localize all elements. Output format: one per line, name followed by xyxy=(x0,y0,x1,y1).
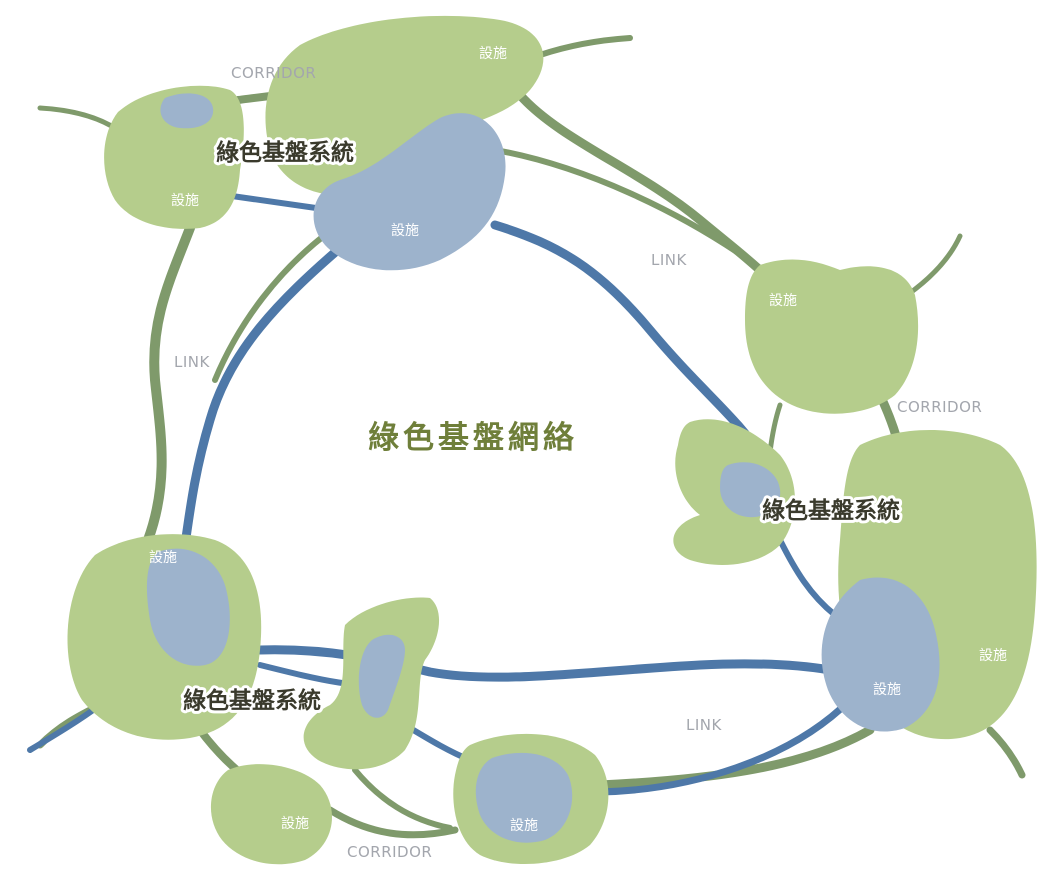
corridor-label: CORRIDOR xyxy=(897,398,982,416)
facility-label: 設施 xyxy=(281,816,309,832)
corridor-top-right-tail xyxy=(537,35,633,58)
patch-right-upper xyxy=(745,259,919,414)
link-label: LINK xyxy=(174,353,211,371)
system-label: 綠色基盤系統 xyxy=(183,687,321,714)
corridor-top-to-right-2 xyxy=(492,147,763,271)
link-right-to-lower xyxy=(777,537,838,618)
patch-left-large-core xyxy=(146,548,230,666)
system-label: 綠色基盤系統 xyxy=(216,139,354,166)
facility-label: 設施 xyxy=(769,293,797,309)
facility-label: 設施 xyxy=(479,46,507,62)
patch-top-center xyxy=(265,15,544,196)
corridor-right-mid-down-2 xyxy=(767,402,783,455)
patch-top-left xyxy=(104,85,244,229)
system-label: 綠色基盤系統 xyxy=(762,497,900,524)
link-topleft-to-center xyxy=(222,192,333,213)
corridor-label: CORRIDOR xyxy=(347,843,432,861)
facility-label: 設施 xyxy=(979,648,1007,664)
corridor-bottom-mid-2 xyxy=(352,767,453,831)
link-bottom-to-right xyxy=(596,696,854,796)
facility-label: 設施 xyxy=(149,550,177,566)
corridor-label: CORRIDOR xyxy=(231,64,316,82)
facility-label: 設施 xyxy=(171,193,199,209)
facility-labels: 設施 設施 設施 設施 設施 設施 設施 設施 設施 xyxy=(149,46,1007,834)
patches xyxy=(67,15,1037,865)
link-label: LINK xyxy=(651,251,688,269)
patch-bottom-center-core xyxy=(475,752,573,843)
facility-label: 設施 xyxy=(510,818,538,834)
facility-label: 設施 xyxy=(391,223,419,239)
link-top-to-left xyxy=(180,243,345,550)
system-labels: 綠色基盤系統 綠色基盤系統 綠色基盤系統 xyxy=(180,136,903,717)
connection-labels: CORRIDOR CORRIDOR CORRIDOR LINK LINK LIN… xyxy=(174,64,982,861)
patch-top-center-core xyxy=(313,113,506,271)
patch-right-large-core xyxy=(821,577,940,732)
corridor-left-vertical xyxy=(143,223,195,545)
patch-bottom-small xyxy=(210,764,332,865)
corridor-left-inner xyxy=(212,232,328,383)
corridor-top-left-outer xyxy=(37,105,121,133)
corridor-bottom-right xyxy=(595,725,875,790)
corridor-bottom-mid xyxy=(326,806,459,839)
network-title: 綠色基盤網絡 xyxy=(368,420,578,456)
patch-top-left-core xyxy=(160,93,214,129)
facility-label: 設施 xyxy=(873,682,901,698)
patch-right-mid-core xyxy=(720,462,781,518)
patch-bottom-mid-core xyxy=(358,634,405,718)
link-top-to-right xyxy=(490,220,765,460)
link-bottom-mid xyxy=(407,725,473,763)
corridor-right-bottom-tail xyxy=(986,726,1026,779)
link-left-tail xyxy=(27,702,103,753)
link-label: LINK xyxy=(686,716,723,734)
